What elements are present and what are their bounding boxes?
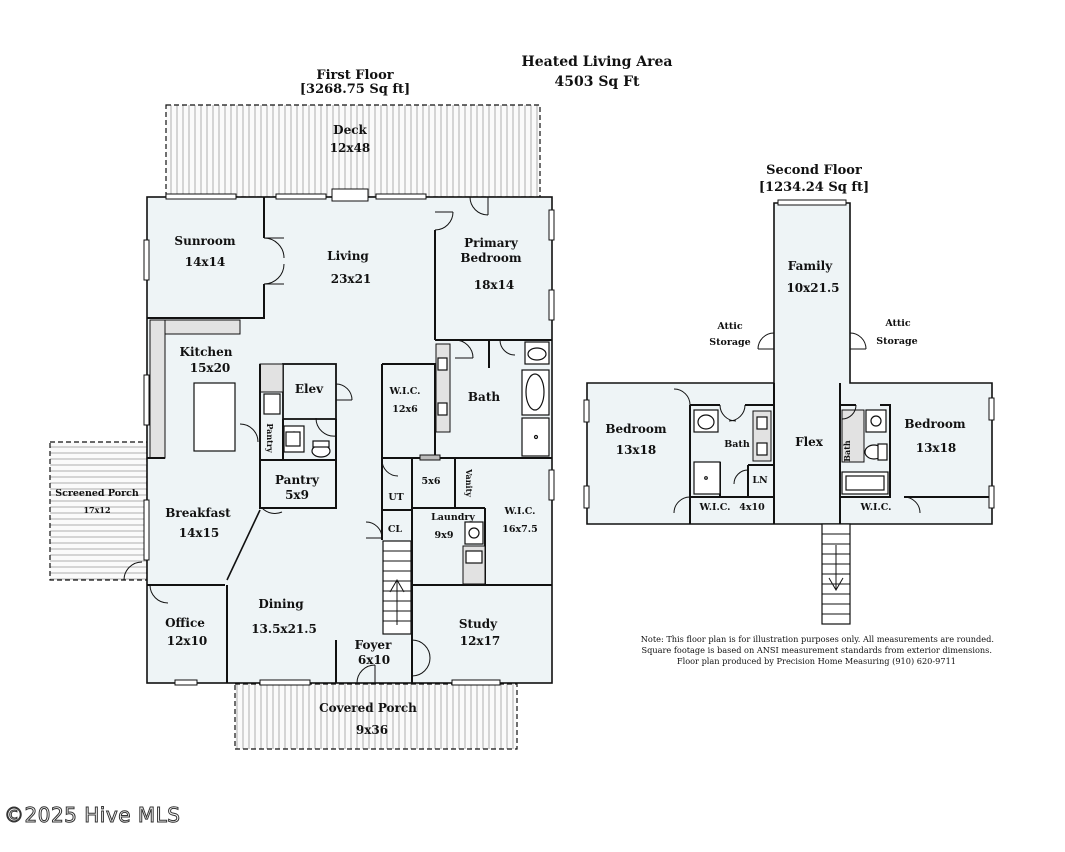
wic1-dim: 12x6 [392,404,418,415]
office-dim: 12x10 [167,634,208,648]
covered-porch [234,683,518,750]
dining-dim: 13.5x21.5 [251,622,317,636]
laundry-label: Laundry [431,512,475,523]
covered-porch-dim: 9x36 [356,723,388,737]
heated-area-title: Heated Living Area [522,54,673,70]
second-floor-windows [583,199,995,509]
primary-bedroom-dim: 18x14 [474,278,515,292]
vanity-label: Vanity [464,468,474,497]
bedroom-left-dim: 13x18 [616,443,657,457]
attic-left-label-1: Attic [716,321,743,332]
bath-right-label: Bath [842,440,852,462]
cl-label: CL [388,524,403,535]
breakfast-label: Breakfast [165,506,231,520]
heated-area-value: 4503 Sq Ft [554,74,640,90]
primary-bedroom-label-1: Primary [464,236,519,250]
first-floor-area: [3268.75 Sq ft] [300,82,410,97]
wic2-dim: 16x7.5 [502,524,537,535]
laundry-dim: 9x9 [435,530,454,541]
wic-left-dim: 4x10 [739,502,765,513]
attic-left-label-2: Storage [709,337,750,348]
bedroom-right-label: Bedroom [904,417,965,431]
pantry-small-label: Pantry [265,423,275,453]
breakfast-dim: 14x15 [179,526,220,540]
deck-dim: 12x48 [330,141,371,155]
deck [165,104,541,198]
note-line-3: Floor plan produced by Precision Home Me… [677,656,956,666]
wic-right-label: W.I.C. [860,502,892,513]
wic2-label: W.I.C. [504,506,536,517]
sunroom-dim: 14x14 [185,255,226,269]
primary-bedroom-label-2: Bedroom [460,251,521,265]
bath-left-label: Bath [724,439,750,450]
second-floor-stairs [821,523,851,625]
kitchen-label: Kitchen [180,345,233,359]
first-floor-walls [147,197,552,683]
ln-label: LN [752,475,768,486]
screened-porch-dim: 17x12 [83,505,110,515]
family-dim: 10x21.5 [786,281,839,295]
living-label: Living [327,249,369,263]
wic-left-label: W.I.C. [699,502,731,513]
second-floor-envelope [586,202,993,525]
living-dim: 23x21 [331,272,372,286]
watermark: ©2025 Hive MLS [4,803,180,827]
second-floor-doors [673,332,921,514]
foyer-dim: 6x10 [358,653,390,667]
kitchen-dim: 15x20 [190,361,231,375]
second-floor-area: [1234.24 Sq ft] [759,180,869,195]
note-line-1: Note: This floor plan is for illustratio… [641,634,994,644]
first-floor-windows [143,188,555,686]
office-label: Office [165,616,205,630]
covered-porch-label: Covered Porch [319,701,417,715]
second-floor-title: Second Floor [766,163,862,178]
bedroom-right-dim: 13x18 [916,441,957,455]
pantry-label: Pantry [275,473,320,487]
bedroom-left-label: Bedroom [605,422,666,436]
screened-porch [49,441,148,581]
study-label: Study [459,617,498,631]
deck-label: Deck [333,123,367,137]
pantry-dim: 5x9 [285,488,309,502]
sunroom-label: Sunroom [174,234,235,248]
closet-5x6-dim: 5x6 [422,476,441,487]
wic1-label: W.I.C. [389,386,421,397]
bath-label: Bath [468,390,500,404]
first-floor-doors [123,196,516,684]
elev-label: Elev [295,382,324,396]
note-line-2: Square footage is based on ANSI measurem… [642,645,993,655]
screened-porch-label: Screened Porch [55,488,139,499]
flex-label: Flex [795,435,824,449]
dining-label: Dining [258,597,304,611]
attic-right-label-1: Attic [884,318,911,329]
family-label: Family [788,259,833,273]
study-dim: 12x17 [460,634,501,648]
foyer-label: Foyer [355,638,392,652]
ut-label: UT [388,492,403,503]
attic-right-label-2: Storage [876,336,917,347]
first-floor-title: First Floor [316,68,393,83]
